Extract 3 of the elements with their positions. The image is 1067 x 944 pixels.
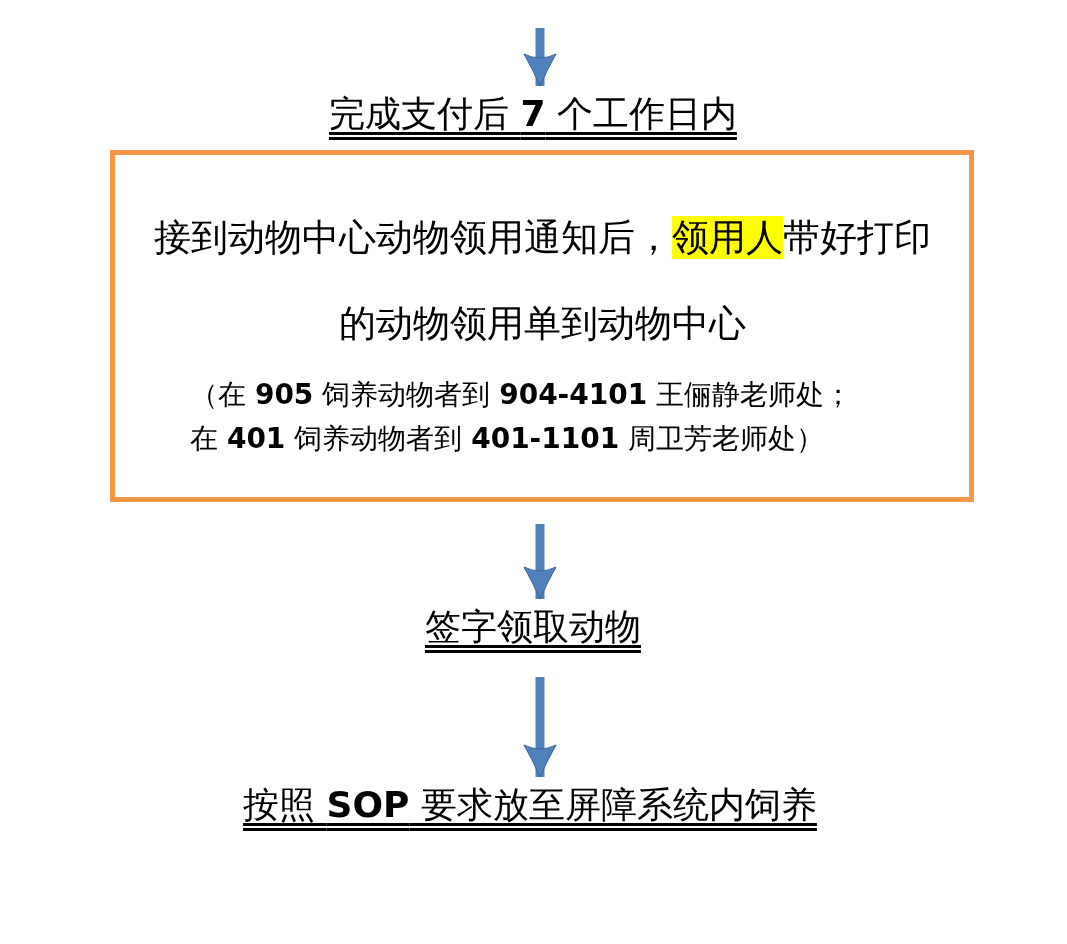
instruction-text: 接到动物中心动物领用通知后，领用人带好打印的动物领用单到动物中心 (152, 215, 932, 347)
process-box (110, 150, 974, 502)
note-text: （在 905 饲养动物者到 904-4101 王俪静老师处；在 401 饲养动物者到 401-1101 周卫芳老师处） (190, 377, 854, 457)
